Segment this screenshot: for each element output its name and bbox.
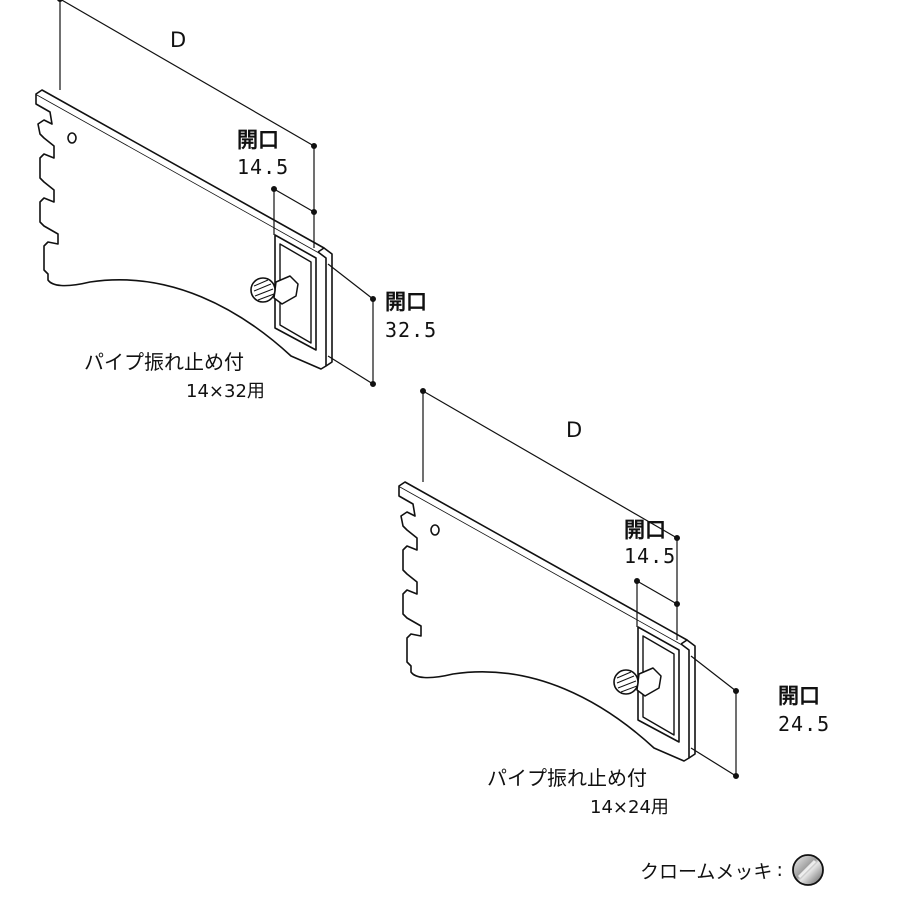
bracket-2 <box>398 388 740 780</box>
finish-legend: クロームメッキ : <box>640 853 825 887</box>
legend-finish-label: クロームメッキ <box>640 860 773 883</box>
bracket-2-side-opening-label: 開口 <box>778 684 820 708</box>
bracket-1-caption: パイプ振れ止め付 <box>84 350 244 374</box>
bracket-2-top-opening-label: 開口 <box>624 518 666 542</box>
bracket-1-top-opening-label: 開口 <box>237 128 279 152</box>
bracket-1-depth-label: D <box>170 28 187 52</box>
bracket-2-depth-label: D <box>566 418 583 442</box>
bracket-1-top-opening-value: 14.5 <box>237 155 290 179</box>
chrome-swatch-icon <box>791 854 824 886</box>
bracket-1-drawing <box>35 89 333 370</box>
bracket-1-caption-size: 14×32用 <box>186 381 265 402</box>
bracket-1-side-opening-value: 32.5 <box>385 318 438 342</box>
bracket-1 <box>35 0 376 387</box>
legend-separator: : <box>776 859 783 881</box>
bracket-2-side-opening-value: 24.5 <box>778 712 831 736</box>
bracket-1-side-opening-label: 開口 <box>385 290 427 314</box>
bracket-2-caption-size: 14×24用 <box>590 797 669 818</box>
bracket-2-caption: パイプ振れ止め付 <box>487 766 647 790</box>
bracket-2-top-opening-value: 14.5 <box>624 544 677 568</box>
